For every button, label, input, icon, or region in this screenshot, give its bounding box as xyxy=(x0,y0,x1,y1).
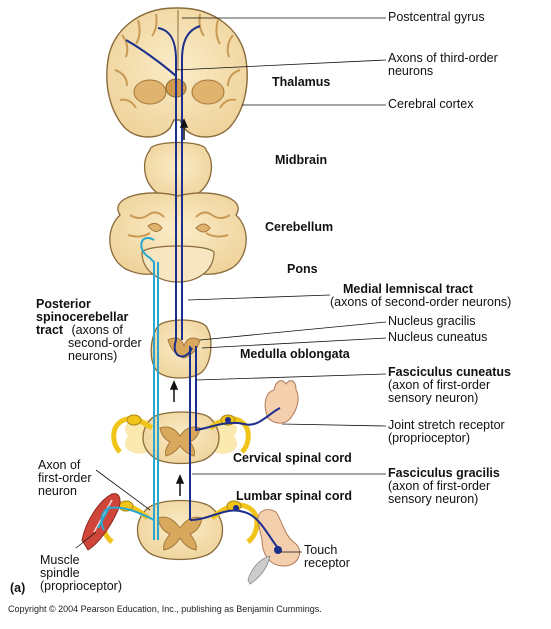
label-touch-receptor: Touch receptor xyxy=(304,543,350,570)
midbrain-section-icon xyxy=(144,141,212,199)
label-postcentral-gyrus: Postcentral gyrus xyxy=(388,10,485,24)
label-medial-lemniscal-sub: (axons of second-order neurons) xyxy=(330,295,512,309)
copyright-text: Copyright © 2004 Pearson Education, Inc.… xyxy=(8,604,322,614)
label-posterior-spinocerebellar-title: Posterior spinocerebellar tract xyxy=(36,297,129,337)
label-cerebellum: Cerebellum xyxy=(265,220,334,234)
leader-lines xyxy=(75,17,387,553)
label-nucleus-cuneatus: Nucleus cuneatus xyxy=(388,330,488,344)
label-cervical-spinal-cord: Cervical spinal cord xyxy=(233,451,352,465)
foot-icon xyxy=(257,509,300,567)
panel-label: (a) xyxy=(10,581,26,595)
label-medial-lemniscal-title: Medial lemniscal tract xyxy=(343,282,473,296)
label-thalamus: Thalamus xyxy=(272,75,331,89)
arrow-up-icon xyxy=(169,118,189,496)
label-pons: Pons xyxy=(287,262,318,276)
feather-icon xyxy=(247,555,271,585)
label-posterior-spinocerebellar-sub: (axons of second-order neurons) xyxy=(68,323,142,363)
label-lumbar-spinal-cord: Lumbar spinal cord xyxy=(236,489,352,503)
label-muscle-spindle: Muscle spindle (proprioceptor) xyxy=(40,553,122,593)
label-fasciculus-cuneatus-title: Fasciculus cuneatus xyxy=(388,365,511,379)
label-axons-third-order: Axons of third-order neurons xyxy=(388,51,498,78)
label-fasciculus-gracilis-title: Fasciculus gracilis xyxy=(388,466,500,480)
cerebellum-section-icon xyxy=(109,192,247,283)
hand-icon xyxy=(264,380,299,424)
label-nucleus-gracilis: Nucleus gracilis xyxy=(388,314,476,328)
label-joint-stretch-receptor: Joint stretch receptor (proprioceptor) xyxy=(388,418,505,445)
neuron-pathways xyxy=(100,25,282,554)
label-cerebral-cortex: Cerebral cortex xyxy=(388,97,474,111)
label-medulla-oblongata: Medulla oblongata xyxy=(240,347,350,361)
label-axon-first-order: Axon of first-order neuron xyxy=(38,458,92,498)
label-midbrain: Midbrain xyxy=(275,153,328,167)
label-fasciculus-cuneatus-sub: (axon of first-order sensory neuron) xyxy=(388,378,491,405)
label-fasciculus-gracilis-sub: (axon of first-order sensory neuron) xyxy=(388,479,491,506)
